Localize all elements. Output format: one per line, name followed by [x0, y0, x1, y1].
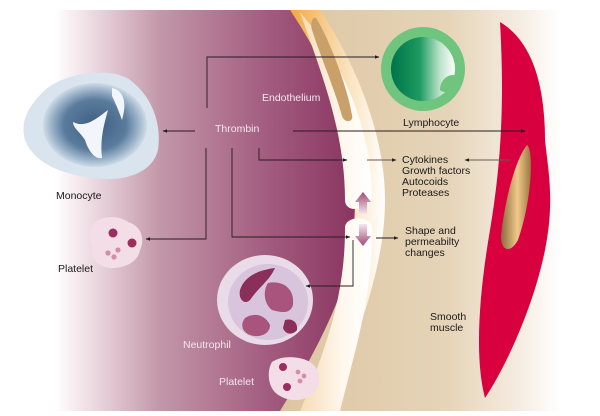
platelet-lower-granule: [297, 378, 303, 384]
thrombin-label: Thrombin: [215, 123, 260, 135]
secreted-factor-proteases: Proteases: [402, 187, 450, 199]
platelet-upper-granule: [108, 228, 118, 238]
platelet-lower-granule: [283, 383, 291, 391]
platelet-upper-cell: [89, 217, 143, 268]
platelet-lower-label: Platelet: [219, 376, 255, 388]
smooth-muscle-nucleus: [500, 145, 531, 250]
neutrophil-nucleus-lobe: [242, 314, 270, 337]
secreted-factor-cytokines: Cytokines: [402, 154, 449, 166]
platelet-upper-granule: [127, 238, 137, 248]
shape-changes-line-2: permeabilty: [405, 236, 460, 248]
smooth-muscle-label: Smooth muscle: [430, 312, 466, 334]
edge-endothelium-neutrophil: [305, 240, 354, 288]
endothelial-nucleus: [311, 17, 353, 122]
endothelium-label: Endothelium: [262, 92, 321, 104]
secreted-factors-label: Cytokines Growth factors Autocoids Prote…: [402, 155, 470, 199]
edge-thrombin-endothelium-lower: [231, 148, 351, 239]
shape-changes-line-1: Shape and: [405, 225, 456, 237]
monocyte-label: Monocyte: [56, 190, 102, 202]
platelet-upper-label: Platelet: [58, 263, 94, 275]
platelet-upper-granule: [111, 254, 117, 260]
lymphocyte-label: Lymphocyte: [403, 117, 460, 129]
secreted-factor-autocoids: Autocoids: [402, 176, 449, 188]
platelet-lower-granule: [301, 373, 307, 379]
endothelial-cell-lower: [300, 218, 372, 411]
shape-changes-line-3: changes: [405, 247, 445, 259]
platelet-lower-granule: [295, 369, 301, 375]
monocyte-cytoplasm-streak-2: [112, 88, 125, 120]
neutrophil-nucleus-lobe: [239, 268, 275, 302]
platelet-upper-granule: [115, 247, 121, 253]
neutrophil-label: Neutrophil: [183, 339, 231, 351]
lymphocyte-nucleus: [391, 37, 455, 101]
secreted-factor-growth-factors: Growth factors: [402, 165, 471, 177]
upregulation-arrow-icon: [355, 192, 371, 214]
endothelial-cell-upper: [300, 12, 372, 210]
platelet-lower-granule: [279, 363, 287, 371]
downregulation-arrow-icon: [355, 224, 371, 246]
edge-thrombin-endothelium-upper: [258, 148, 348, 162]
shape-changes-label: Shape and permeabilty changes: [405, 226, 459, 259]
edge-thrombin-platelet: [145, 148, 207, 241]
monocyte-cytoplasm-streak: [73, 110, 108, 159]
neutrophil-nucleus-lobe: [283, 319, 298, 334]
neutrophil-nucleus-lobe: [264, 282, 294, 313]
lymphocyte-notch: [440, 74, 455, 93]
edge-thrombin-lymphocyte: [206, 55, 380, 108]
smooth-muscle-line-1: Smooth: [430, 311, 467, 323]
smooth-muscle-line-2: muscle: [430, 322, 464, 334]
platelet-upper-granule: [105, 250, 111, 256]
